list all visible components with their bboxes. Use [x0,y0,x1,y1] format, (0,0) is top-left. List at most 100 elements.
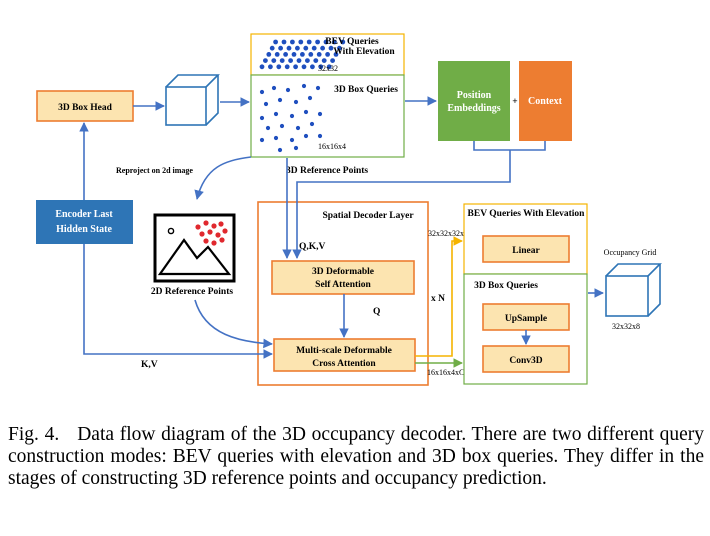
query-dot [333,52,339,57]
box-head-title: 3D Box Queries [474,281,538,291]
ref-points-2d-label: 2D Reference Points [151,287,233,297]
query-dot [311,45,317,51]
query-dot [279,123,285,129]
query-dot [303,45,309,51]
query-dot [285,87,291,93]
query-dot [259,89,265,95]
cross-attention-node [273,338,416,372]
query-dot [263,101,269,107]
conv3d-label: Conv3D [509,356,542,366]
query-dot [283,52,288,57]
query-dot [268,64,273,70]
query-dot [199,231,205,237]
occupancy-grid-label: Occupancy Grid [604,248,657,257]
image-2d-icon [153,213,236,283]
figure-label: Fig. 4. [8,424,60,445]
linear-label: Linear [512,246,540,256]
query-dot [218,221,224,227]
query-dot [301,83,307,89]
query-dot [271,58,277,63]
conv3d-node [482,345,570,373]
bev-query-dots [259,39,346,70]
query-dot [263,58,268,63]
query-dot [293,64,298,70]
query-dot [293,99,299,105]
query-dot [269,45,275,51]
occupancy-cube-icon [605,263,662,317]
box-grid-size: 16x16x4 [318,142,346,151]
linear-node [482,235,570,263]
bev-queries-title-line2: With Elevation [333,47,395,57]
box-output-size: 16x16x4xC [427,368,464,377]
query-dot [211,223,217,229]
box-query-dots [259,83,323,153]
query-dot [303,133,309,139]
query-dot [317,133,323,139]
query-dot [300,52,305,57]
query-dot [277,147,283,153]
query-dot [323,39,329,45]
query-dot [265,125,271,131]
query-dot [315,85,321,91]
query-dot [307,95,313,101]
query-dot [326,64,332,70]
spatial-decoder-title: Spatial Decoder Layer [322,211,414,221]
query-dot [293,145,299,151]
query-dot [273,111,279,117]
self-attention-line2: Self Attention [315,280,371,290]
box-queries-title: 3D Box Queries [334,85,398,95]
query-dot [284,64,290,70]
query-dot [309,121,315,127]
query-dot [279,58,285,63]
plus-sign: + [512,97,517,107]
query-dot [291,52,297,57]
query-dot [316,52,322,57]
query-dot [273,39,278,45]
position-embeddings-line1: Position [457,90,492,101]
query-dot [290,39,295,45]
query-dot [211,240,217,246]
qkv-label: Q,K,V [299,242,326,252]
caption-text: Data flow diagram of the 3D occupancy de… [8,424,704,489]
bev-grid-size: 32x32 [318,64,338,73]
query-dot [315,39,320,45]
arrow-pe-context-to-decoder [297,141,546,258]
query-dot [289,137,295,143]
query-dot [330,58,335,63]
query-dot [259,64,265,70]
box-head-node [36,90,134,122]
position-embeddings-node [438,61,510,141]
occupancy-size-label: 32x32x8 [612,322,640,331]
query-dot [296,58,302,63]
bev-head-title: BEV Queries With Elevation [468,209,586,219]
position-embeddings-line2: Embeddings [447,103,500,114]
query-dot [310,64,315,70]
query-dot [266,52,272,57]
arrow-queries-to-image [194,156,252,200]
query-dot [317,111,323,117]
query-dot [281,39,287,45]
spatial-decoder-layer [257,201,429,386]
query-dot [222,228,228,234]
query-dot [328,45,334,51]
box-cube-icon [165,74,220,126]
box-head-label: 3D Box Head [58,103,113,113]
query-dot [332,39,337,45]
query-dot [277,97,283,103]
query-dot [295,45,300,51]
query-dot [203,238,209,244]
query-dot [306,39,312,45]
query-dot [278,45,283,51]
query-dot [259,137,265,143]
query-dot [273,135,279,141]
query-dot [308,52,314,57]
query-dot [321,58,327,63]
encoder-hidden-state-node [36,200,133,244]
query-dot [295,125,301,131]
query-dot [313,58,319,63]
query-dot [305,58,310,63]
upsample-label: UpSample [505,314,547,324]
context-label: Context [528,96,563,107]
reproject-label: Reproject on 2d image [116,166,193,175]
arrow-image-to-crossattn [194,299,273,349]
